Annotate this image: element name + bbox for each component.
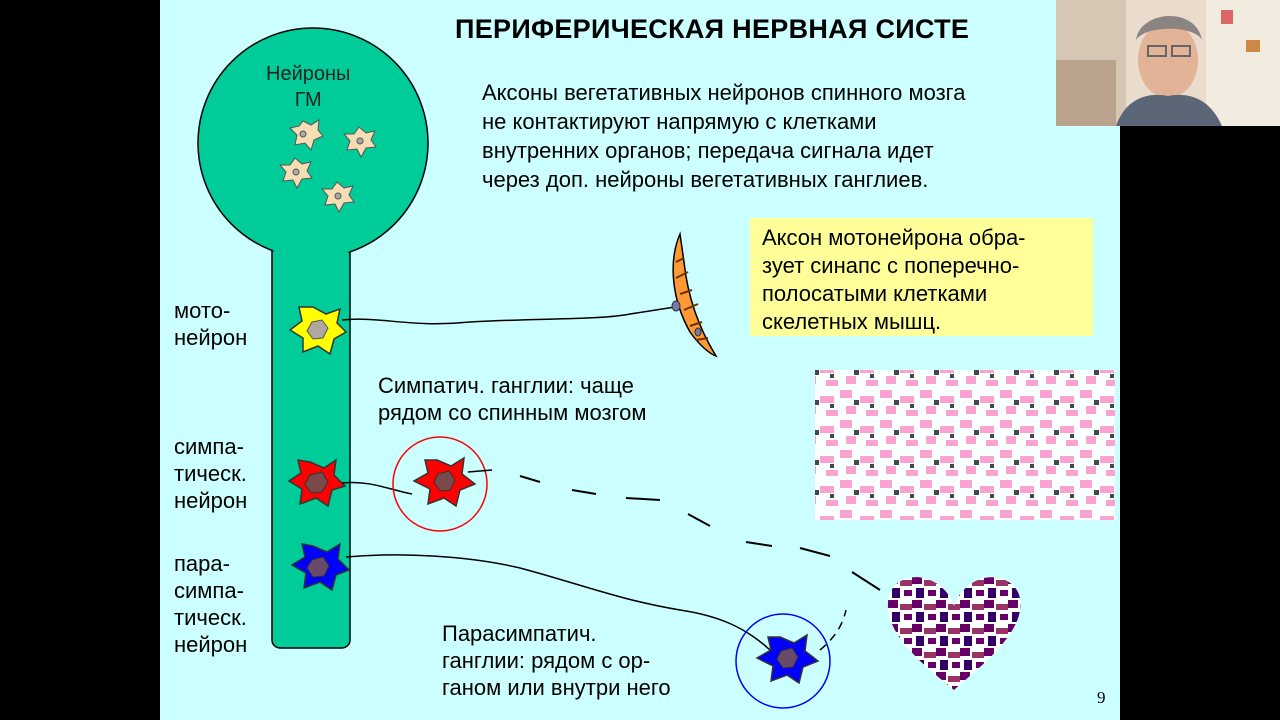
motor-note-box bbox=[750, 218, 1093, 336]
intro-line: внутренних органов; передача сигнала иде… bbox=[482, 138, 934, 163]
motor-neuron-label: мото- нейрон bbox=[174, 297, 247, 351]
motor-axon bbox=[341, 306, 676, 325]
slide-title: ПЕРИФЕРИЧЕСКАЯ НЕРВНАЯ СИСТЕ bbox=[455, 14, 970, 44]
caption-line: рядом со спинным мозгом bbox=[378, 400, 647, 425]
caption-line: ганглии: рядом с ор- bbox=[442, 648, 651, 673]
label-line: пара- bbox=[174, 551, 230, 576]
caption-line: Симпатич. ганглии: чаще bbox=[378, 373, 634, 398]
label-line: тическ. bbox=[174, 461, 247, 486]
parasympathetic-neuron bbox=[290, 542, 771, 651]
parasympathetic-postganglionic-axon bbox=[819, 609, 847, 651]
intro-line: Аксоны вегетативных нейронов спинного мо… bbox=[482, 80, 966, 105]
motor-neuron bbox=[288, 306, 676, 356]
ganglion-ring bbox=[392, 436, 488, 532]
webcam-video bbox=[1056, 0, 1280, 126]
label-line: симпа- bbox=[174, 578, 244, 603]
motor-note-line: полосатыми клетками bbox=[762, 281, 988, 306]
page-number: 9 bbox=[1097, 688, 1106, 707]
intro-text: Аксоны вегетативных нейронов спинного мо… bbox=[482, 78, 965, 194]
parasympathetic-neuron-label: пара- симпа- тическ. нейрон bbox=[174, 550, 247, 658]
sympathetic-neuron-label: симпа- тическ. нейрон bbox=[174, 433, 247, 514]
label-line: нейрон bbox=[174, 325, 248, 350]
motor-note-text: Аксон мотонейрона обра- зует синапс с по… bbox=[762, 224, 1026, 336]
intro-line: через доп. нейроны вегетативных ганглиев… bbox=[482, 167, 929, 192]
brain-label-line: Нейроны bbox=[266, 63, 351, 85]
caption-line: ганом или внутри него bbox=[442, 675, 671, 700]
parasympathetic-preganglionic-axon bbox=[345, 554, 771, 651]
sympathetic-ganglia-caption: Симпатич. ганглии: чаще рядом со спинным… bbox=[378, 372, 646, 426]
sympathetic-postganglionic-axon bbox=[519, 475, 881, 591]
sympathetic-preganglionic-axon bbox=[341, 481, 413, 495]
cord-join bbox=[273, 222, 349, 262]
label-line: нейрон bbox=[174, 632, 248, 657]
brain-label: Нейроны ГМ bbox=[266, 61, 350, 113]
motor-note-line: Аксон мотонейрона обра- bbox=[762, 225, 1026, 250]
label-line: симпа- bbox=[174, 434, 244, 459]
heart-organ-icon bbox=[887, 577, 1021, 690]
parasympathetic-ganglion bbox=[735, 609, 847, 709]
sympathetic-ganglion bbox=[392, 436, 881, 591]
label-line: мото- bbox=[174, 298, 231, 323]
intro-line: не контактируют напрямую с клетками bbox=[482, 109, 877, 134]
ganglion-ring bbox=[735, 613, 831, 709]
motor-note-line: зует синапс с поперечно- bbox=[762, 253, 1020, 278]
obscured-note bbox=[815, 370, 1115, 520]
caption-line: Парасимпатич. bbox=[442, 621, 597, 646]
brain-neuron-icons bbox=[278, 119, 377, 214]
label-line: нейрон bbox=[174, 488, 248, 513]
sympathetic-neuron bbox=[287, 458, 413, 508]
label-line: тическ. bbox=[174, 605, 247, 630]
brain-neuron-icon bbox=[289, 119, 324, 152]
skeletal-muscle-icon bbox=[671, 231, 718, 358]
presenter-video-frame bbox=[1056, 0, 1280, 126]
motor-note-line: скелетных мышц. bbox=[762, 309, 942, 334]
parasympathetic-ganglia-caption: Парасимпатич. ганглии: рядом с ор- ганом… bbox=[442, 620, 671, 701]
brain-label-line: ГМ bbox=[294, 89, 322, 111]
